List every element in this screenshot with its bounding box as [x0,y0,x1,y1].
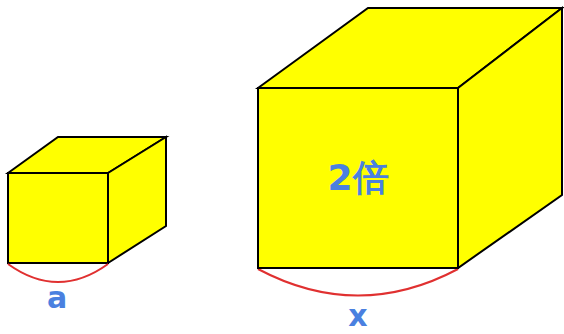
ratio-label: 2倍 [327,160,388,196]
length-label: a [47,283,67,313]
edge-brace [8,264,108,282]
length-label: x [348,301,367,331]
edge-brace [258,269,458,296]
cube-front-face: 2倍 [257,87,459,269]
large-cube-side [458,8,562,268]
small-cube-front [8,173,108,263]
small-cube-side [108,137,166,263]
